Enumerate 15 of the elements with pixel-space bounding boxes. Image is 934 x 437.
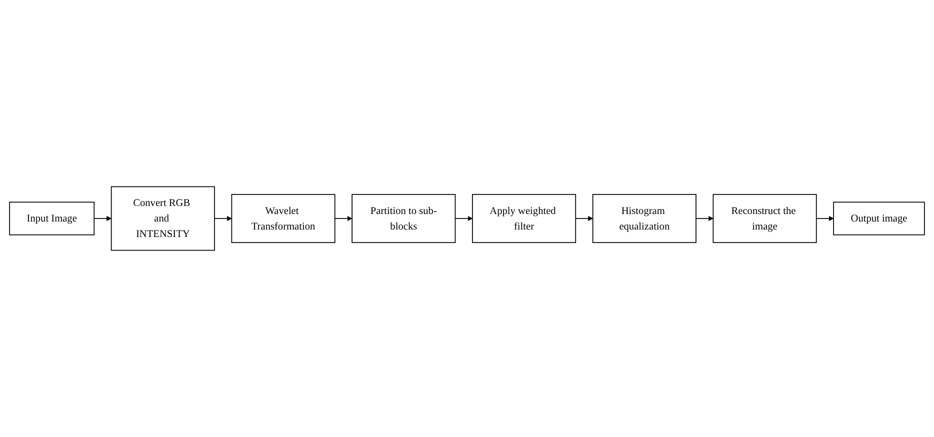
node-box: Apply weighted filter [472,194,576,243]
node-box: Convert RGB and INTENSITY [110,186,215,251]
arrow [816,216,834,222]
arrow [575,216,594,222]
arrow [334,216,352,222]
arrow [454,216,473,222]
arrow [94,216,112,222]
node-box: Partition to sub-blocks [352,194,456,243]
node-box: Input Image [9,202,95,236]
arrow [696,216,714,222]
node-box: Histogram equalization [592,194,696,243]
node-box: Output image [833,202,925,236]
arrow [214,216,232,222]
node-box: Reconstruct the image [712,194,817,243]
node-box: Wavelet Transformation [231,194,336,243]
